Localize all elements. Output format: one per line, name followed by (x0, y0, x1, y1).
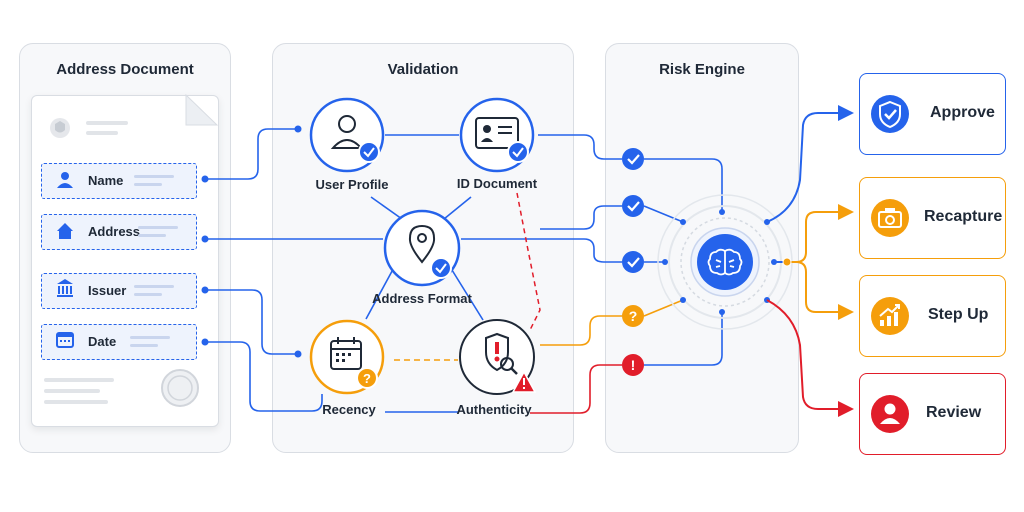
check-badge-icon (622, 148, 644, 273)
authenticity-node[interactable] (459, 319, 537, 395)
map-pin-icon (408, 224, 436, 264)
document-decorations (44, 93, 219, 407)
field-address-label: Address (88, 224, 141, 239)
risk-engine-title: Risk Engine (659, 61, 745, 78)
trend-up-icon (871, 297, 909, 335)
risk-input-connectors (530, 134, 723, 414)
address-format-node[interactable] (383, 209, 461, 287)
outcome-recapture-label: Recapture (924, 208, 1003, 225)
field-date-label: Date (88, 334, 117, 349)
svg-text:?: ? (363, 371, 371, 386)
id-document-node[interactable] (459, 97, 535, 173)
reviewer-icon (871, 395, 909, 433)
outcome-approve[interactable]: Approve (859, 73, 1006, 155)
address-format-label: Address Format (372, 291, 472, 306)
calendar-small-icon (56, 332, 74, 348)
outcome-review-label: Review (926, 404, 982, 421)
question-badge-icon: ? (622, 305, 644, 327)
outcome-step-up-label: Step Up (928, 306, 989, 323)
address-document-title: Address Document (56, 61, 194, 78)
brain-icon (707, 248, 743, 276)
bank-icon (57, 279, 73, 297)
recency-node[interactable]: ? (309, 319, 385, 395)
validation-title: Validation (387, 61, 459, 78)
calendar-icon (330, 337, 362, 370)
id-card-icon (475, 117, 519, 149)
outcome-step-up[interactable]: Step Up (859, 275, 1006, 357)
person-icon (57, 172, 73, 188)
outcome-recapture[interactable]: Recapture (859, 177, 1006, 259)
camera-icon (871, 199, 909, 237)
field-issuer-label: Issuer (88, 283, 127, 298)
alert-badge-icon: ! (622, 354, 644, 376)
outcome-review[interactable]: Review (859, 373, 1006, 455)
shield-check-icon (871, 95, 909, 133)
shield-alert-icon (485, 332, 518, 375)
recency-label: Recency (322, 402, 376, 417)
field-name-label: Name (88, 173, 124, 188)
user-profile-label: User Profile (315, 177, 389, 192)
field-name[interactable]: Name (41, 163, 197, 199)
field-connectors (205, 128, 383, 412)
validation-connectors (365, 134, 622, 413)
id-document-label: ID Document (456, 176, 538, 191)
authenticity-label: Authenticity (456, 402, 532, 417)
field-date[interactable]: Date (41, 324, 197, 360)
outcome-approve-label: Approve (930, 104, 995, 121)
svg-text:!: ! (631, 357, 636, 373)
home-icon (57, 223, 73, 239)
user-profile-node[interactable] (309, 97, 385, 173)
svg-text:?: ? (629, 308, 638, 324)
